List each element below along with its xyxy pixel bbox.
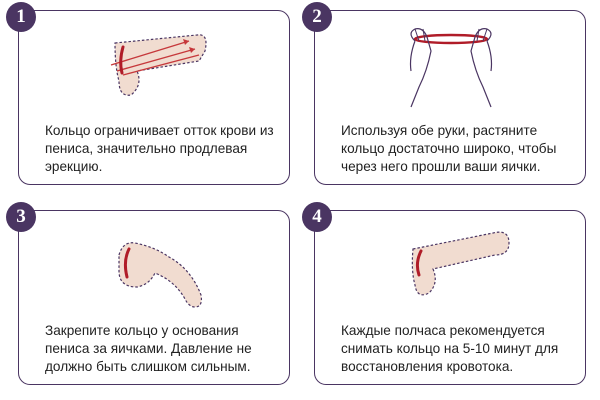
arrow-head-1 xyxy=(183,39,189,45)
ring-band xyxy=(415,249,423,277)
ring-band xyxy=(123,247,131,279)
left-fingers xyxy=(414,28,426,42)
instruction-card-1: Кольцо ограничивает отток крови из пенис… xyxy=(18,10,290,185)
instruction-card-2: Используя обе руки, растяните кольцо дос… xyxy=(314,10,586,185)
instruction-card-3: Закрепите кольцо у основания пениса за я… xyxy=(18,210,290,385)
instruction-card-4: Каждые полчаса рекомендуется снимать кол… xyxy=(314,210,586,385)
step-2-text: Используя обе руки, растяните кольцо дос… xyxy=(341,123,557,174)
arrow-head-2 xyxy=(189,47,195,53)
step-3-text: Закрепите кольцо у основания пениса за я… xyxy=(45,323,252,374)
step-1-badge: 1 xyxy=(6,2,36,32)
illustration-ring-at-base xyxy=(118,242,202,308)
illustration-ring-removal xyxy=(411,231,510,296)
step-2-badge: 2 xyxy=(302,2,332,32)
arrow-line-3 xyxy=(122,54,200,76)
illustration-hands-stretching-ring xyxy=(409,28,493,108)
ring-band xyxy=(119,45,125,75)
arrow-line-1 xyxy=(110,40,190,66)
arrow-line-2 xyxy=(116,48,196,72)
body-shape xyxy=(118,242,202,308)
step-1-text: Кольцо ограничивает отток крови из пенис… xyxy=(45,123,274,174)
step-4-text: Каждые полчаса рекомендуется снимать кол… xyxy=(341,323,559,374)
right-fingers xyxy=(476,28,488,42)
step-3-badge: 3 xyxy=(6,202,36,232)
illustration-blood-flow xyxy=(110,34,207,96)
step-4-badge: 4 xyxy=(302,202,332,232)
body-shape xyxy=(411,231,510,296)
ring-stretched xyxy=(413,33,489,45)
